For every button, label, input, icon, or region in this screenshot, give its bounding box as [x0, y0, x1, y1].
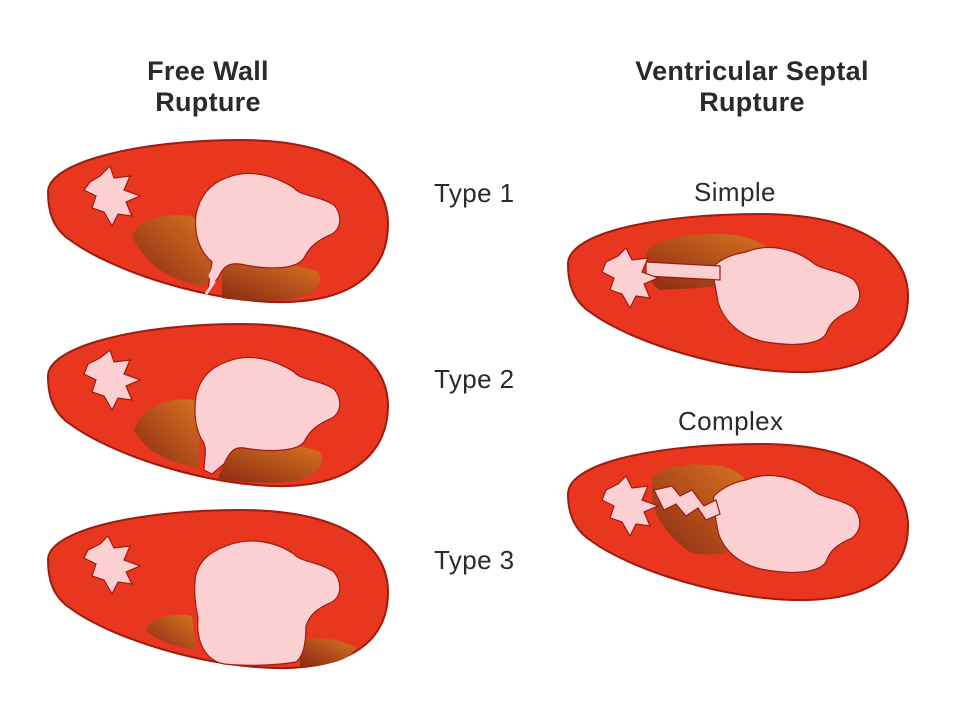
infarct-zone: [134, 399, 200, 468]
septal-heading-line1: Ventricular Septal: [635, 56, 869, 86]
septal-rupture-heading: Ventricular Septal Rupture: [572, 56, 932, 118]
type-2-label: Type 2: [434, 364, 515, 394]
septal-complex-heart: [566, 442, 910, 602]
infarct-zone: [222, 262, 321, 301]
serpiginous-septal-tract: [653, 485, 721, 521]
septal-shunt-channel: [645, 261, 721, 281]
free-wall-heading-line1: Free Wall: [147, 56, 269, 86]
right-ventricle-cavity: [83, 164, 142, 228]
septal-heading-line2: Rupture: [699, 87, 805, 117]
free-wall-heading-line2: Rupture: [155, 87, 261, 117]
free-wall-type-1-heart: [46, 138, 390, 304]
septal-simple-heart: [566, 212, 910, 374]
infarct-zone: [300, 638, 356, 666]
simple-label: Simple: [694, 177, 776, 207]
free-wall-type-3-heart: [46, 508, 390, 670]
complex-label: Complex: [678, 406, 784, 436]
right-ventricle-cavity: [83, 534, 142, 596]
right-ventricle-cavity: [601, 246, 660, 310]
infarct-zone: [146, 614, 196, 650]
left-ventricle-cavity: [194, 172, 341, 293]
left-ventricle-cavity: [194, 356, 341, 475]
left-ventricle-cavity: [194, 540, 341, 666]
free-wall-tear: [204, 261, 218, 295]
free-wall-rupture-heading: Free Wall Rupture: [88, 56, 328, 118]
type-3-label: Type 3: [434, 545, 515, 575]
free-wall-type-2-heart: [46, 322, 390, 488]
infarct-zone: [218, 445, 323, 483]
infarct-zone: [132, 215, 212, 286]
right-ventricle-cavity: [601, 474, 660, 538]
right-ventricle-cavity: [83, 348, 142, 412]
type-1-label: Type 1: [434, 178, 515, 208]
